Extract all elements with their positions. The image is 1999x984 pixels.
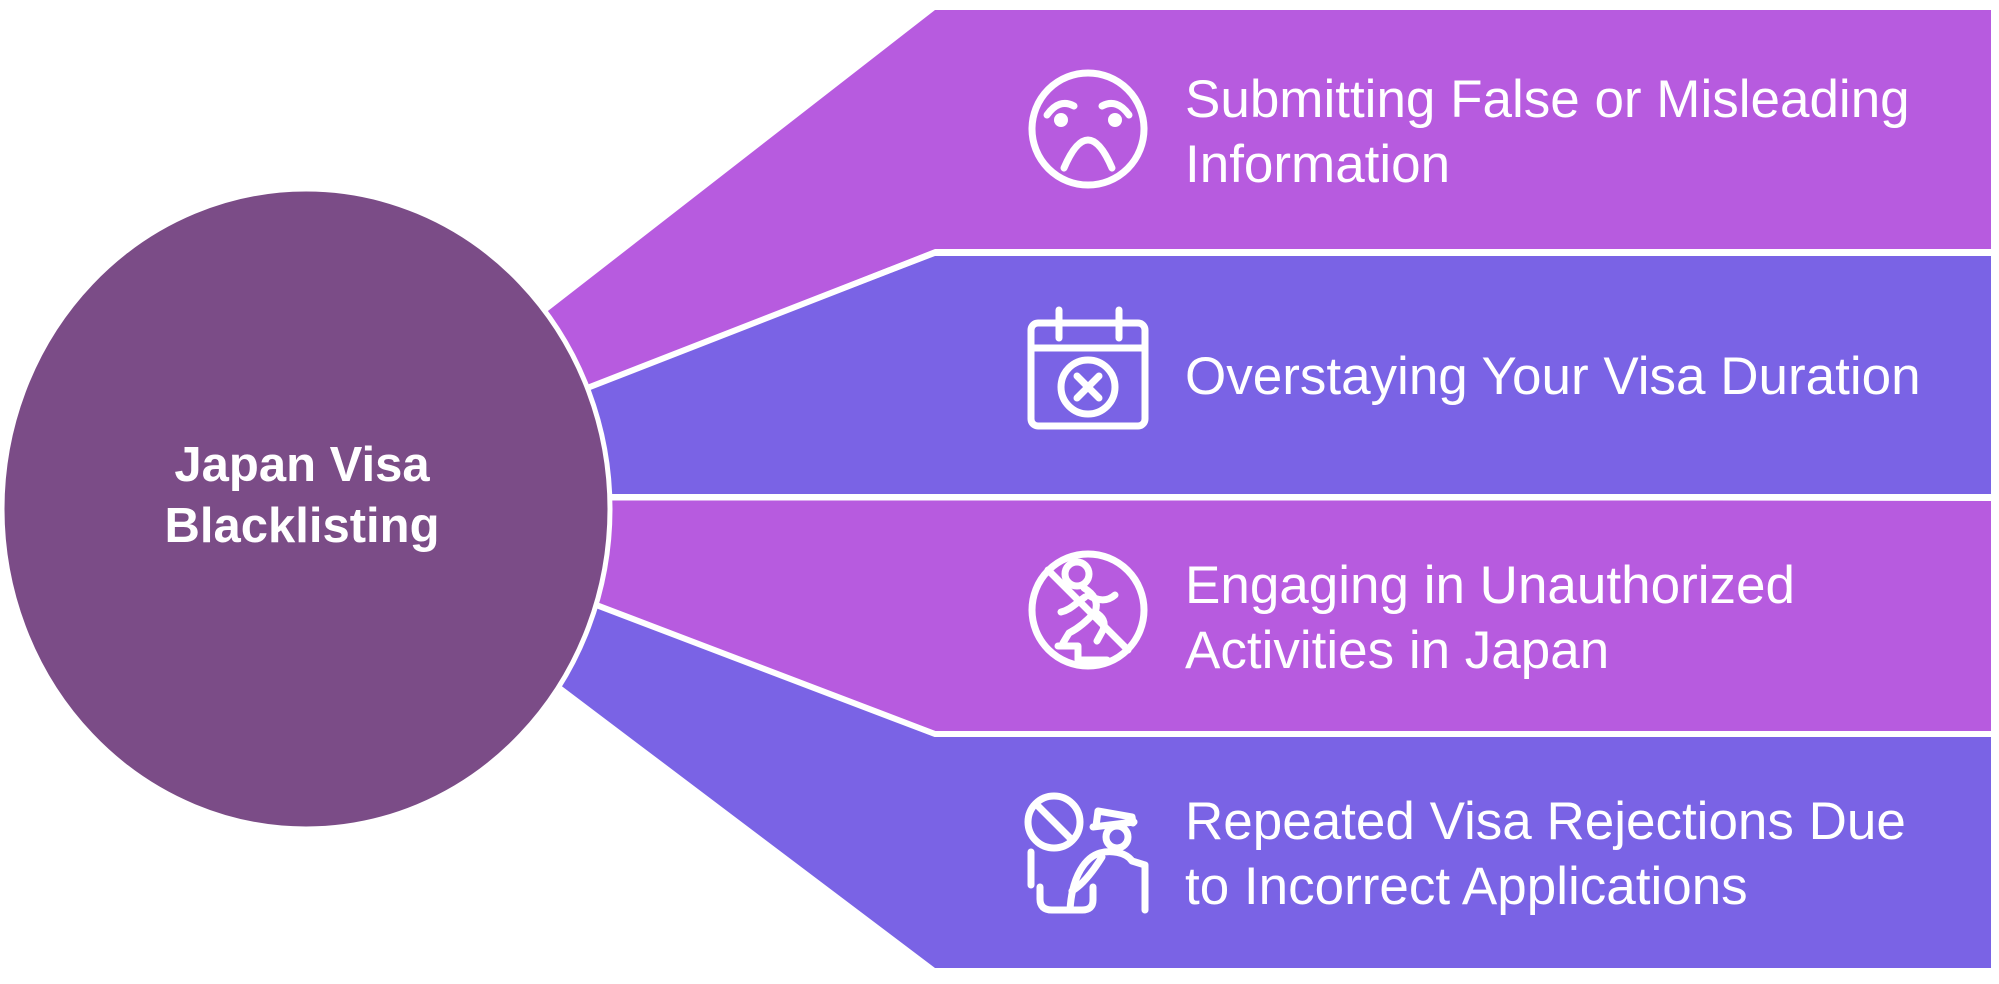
- calendar-x-circle: [1057, 356, 1119, 418]
- sad-face-left-eye: [1054, 113, 1068, 127]
- branch-3-label-line-2: Activities in Japan: [1185, 621, 1609, 680]
- stairs: [1054, 642, 1111, 664]
- calendar-x-icon: [1027, 306, 1149, 430]
- branch-3-label-line-1: Engaging in Unauthorized: [1185, 556, 1795, 615]
- sad-face-outline: [1028, 69, 1148, 189]
- sad-face-icon: [1028, 69, 1148, 189]
- rejection-sign-slash: [1032, 800, 1076, 844]
- runner-head: [1061, 558, 1093, 590]
- branch-4-label-line-1: Repeated Visa Rejections Due: [1185, 792, 1906, 851]
- calendar-x-mark: [1073, 372, 1103, 402]
- officer-head: [1102, 822, 1132, 852]
- runner-rear-arm: [1057, 593, 1089, 616]
- prohibition-circle: [1028, 550, 1148, 670]
- desk-tray: [1036, 883, 1097, 914]
- visa-rejection-icon: [1024, 792, 1149, 914]
- sad-face-right-eye: [1108, 113, 1122, 127]
- no-running-icon: [1028, 550, 1148, 670]
- officer-arm: [1068, 853, 1106, 895]
- runner-front-arm: [1084, 591, 1119, 604]
- branch-band-4: [310, 496, 1991, 968]
- branch-1-label-line-2: Information: [1185, 135, 1450, 194]
- branch-band-2: [310, 256, 1991, 496]
- hub-title-line-1: Japan Visa: [174, 438, 430, 492]
- sad-face-left-eyebrow: [1043, 100, 1078, 119]
- branch-2-label-line-1: Overstaying Your Visa Duration: [1185, 347, 1921, 406]
- prohibition-slash: [1044, 566, 1132, 654]
- branch-band-1: [310, 10, 1991, 496]
- hub-title-line-2: Blacklisting: [164, 499, 439, 553]
- calendar-body: [1027, 319, 1149, 430]
- hub-circle: [0, 186, 613, 832]
- sad-face-frown: [1060, 136, 1116, 172]
- sad-face-right-eyebrow: [1098, 100, 1133, 119]
- branch-band-3: [310, 498, 1991, 731]
- officer-body: [1066, 848, 1149, 914]
- branch-1-label-line-1: Submitting False or Misleading: [1185, 70, 1910, 129]
- rejection-sign-circle: [1024, 792, 1084, 852]
- branch-4-label-line-2: to Incorrect Applications: [1185, 857, 1748, 916]
